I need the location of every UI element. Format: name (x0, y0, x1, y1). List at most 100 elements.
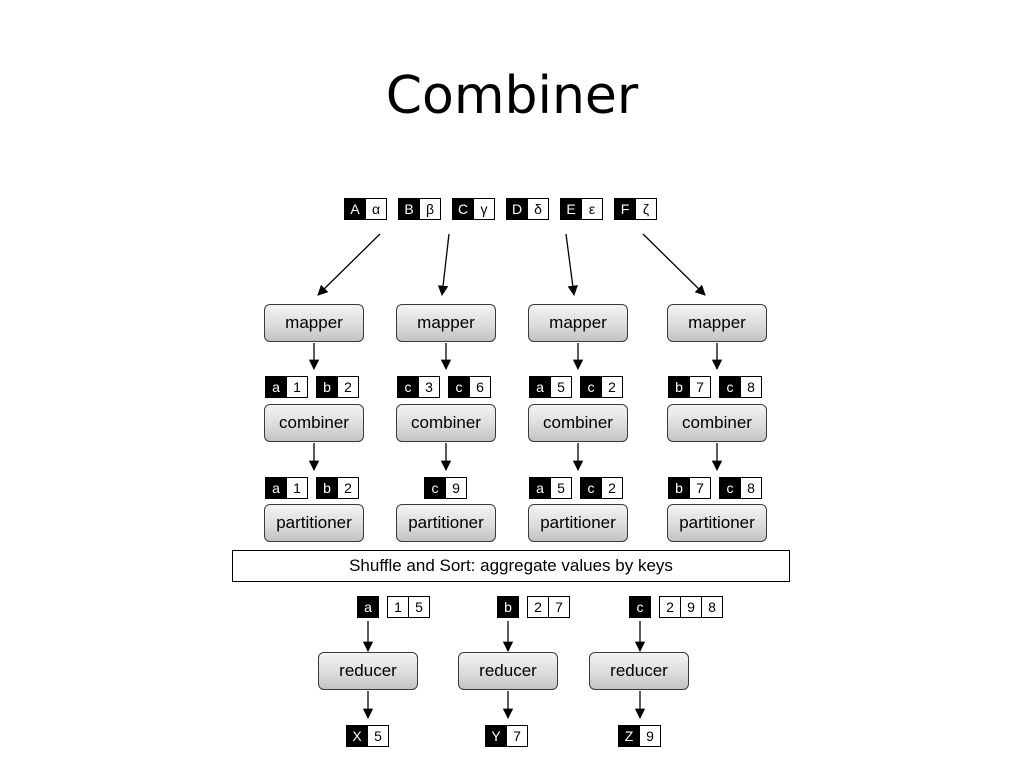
pair-key: c (629, 596, 651, 618)
partitioner-box: partitioner (264, 504, 364, 542)
mapper-output: c 6 (448, 376, 491, 398)
pair-value: 1 (286, 477, 308, 499)
input-pair: B β (398, 198, 441, 220)
pair-value: 7 (689, 477, 711, 499)
pair-value: 3 (418, 376, 440, 398)
pair-value: 5 (550, 376, 572, 398)
pair-key: b (668, 477, 690, 499)
pair-value: 7 (506, 725, 528, 747)
reducer-output: Y 7 (485, 725, 528, 747)
pair-value: 1 (387, 596, 409, 618)
pair-key: a (357, 596, 379, 618)
mapper-output: c 8 (719, 376, 762, 398)
pair-value: 5 (367, 725, 389, 747)
input-key: C (452, 198, 474, 220)
pair-value: 2 (337, 376, 359, 398)
combiner-box: combiner (528, 404, 628, 442)
pair-key: a (529, 376, 551, 398)
pair-value: 8 (740, 477, 762, 499)
pair-value: 5 (550, 477, 572, 499)
mapper-output: c 2 (580, 376, 623, 398)
input-arrow-3 (565, 233, 578, 297)
input-pair: A α (344, 198, 387, 220)
input-value: β (419, 198, 441, 220)
input-pair: D δ (506, 198, 549, 220)
mapper-box: mapper (667, 304, 767, 342)
pair-key: a (265, 376, 287, 398)
reducer-box: reducer (318, 652, 418, 690)
mapper-box: mapper (264, 304, 364, 342)
pair-value: 8 (701, 596, 723, 618)
input-arrow-1 (317, 233, 381, 296)
input-value: ζ (635, 198, 657, 220)
pair-key: c (580, 477, 602, 499)
pair-value: 9 (445, 477, 467, 499)
reducer-box: reducer (458, 652, 558, 690)
mapper-box: mapper (528, 304, 628, 342)
combiner-output: b 2 (316, 477, 359, 499)
pair-value: 5 (408, 596, 430, 618)
input-key: F (614, 198, 636, 220)
partitioner-box: partitioner (528, 504, 628, 542)
input-key: B (398, 198, 420, 220)
pair-key: b (316, 477, 338, 499)
pair-value: 1 (286, 376, 308, 398)
combiner-output: c 8 (719, 477, 762, 499)
pair-key: c (719, 477, 741, 499)
input-value: δ (527, 198, 549, 220)
pair-key: Z (618, 725, 640, 747)
reducer-output: Z 9 (618, 725, 661, 747)
pair-value: 2 (337, 477, 359, 499)
pair-value: 2 (527, 596, 549, 618)
partitioner-box: partitioner (667, 504, 767, 542)
pair-key: c (719, 376, 741, 398)
combiner-output: a 1 (265, 477, 308, 499)
input-pair: E ε (560, 198, 603, 220)
mapper-box: mapper (396, 304, 496, 342)
input-value: γ (473, 198, 495, 220)
pair-value: 6 (469, 376, 491, 398)
pair-value: 2 (601, 376, 623, 398)
pair-key: b (316, 376, 338, 398)
input-pair: C γ (452, 198, 495, 220)
shuffle-sort-bar: Shuffle and Sort: aggregate values by ke… (232, 550, 790, 582)
reducer-box: reducer (589, 652, 689, 690)
input-key: D (506, 198, 528, 220)
pair-key: b (497, 596, 519, 618)
mapper-output: b 2 (316, 376, 359, 398)
reducer-input: b 2 7 (497, 596, 570, 618)
input-key: E (560, 198, 582, 220)
pair-value: 8 (740, 376, 762, 398)
pair-value: 7 (689, 376, 711, 398)
reducer-input: a 1 5 (357, 596, 430, 618)
combiner-box: combiner (667, 404, 767, 442)
input-arrow-4 (642, 233, 706, 296)
combiner-box: combiner (396, 404, 496, 442)
pair-value: 7 (548, 596, 570, 618)
combiner-box: combiner (264, 404, 364, 442)
pair-key: a (529, 477, 551, 499)
pair-key: c (424, 477, 446, 499)
pair-key: c (448, 376, 470, 398)
input-key: A (344, 198, 366, 220)
input-pair: F ζ (614, 198, 657, 220)
mapper-output: a 1 (265, 376, 308, 398)
input-value: ε (581, 198, 603, 220)
input-arrow-2 (437, 233, 450, 297)
pair-key: a (265, 477, 287, 499)
combiner-output: a 5 (529, 477, 572, 499)
mapper-output: a 5 (529, 376, 572, 398)
partitioner-box: partitioner (396, 504, 496, 542)
combiner-output: c 2 (580, 477, 623, 499)
reducer-input: c 2 9 8 (629, 596, 723, 618)
pair-key: X (346, 725, 368, 747)
combiner-output: b 7 (668, 477, 711, 499)
page-title: Combiner (385, 66, 639, 126)
reducer-output: X 5 (346, 725, 389, 747)
input-value: α (365, 198, 387, 220)
pair-key: c (580, 376, 602, 398)
pair-key: Y (485, 725, 507, 747)
pair-key: c (397, 376, 419, 398)
pair-key: b (668, 376, 690, 398)
